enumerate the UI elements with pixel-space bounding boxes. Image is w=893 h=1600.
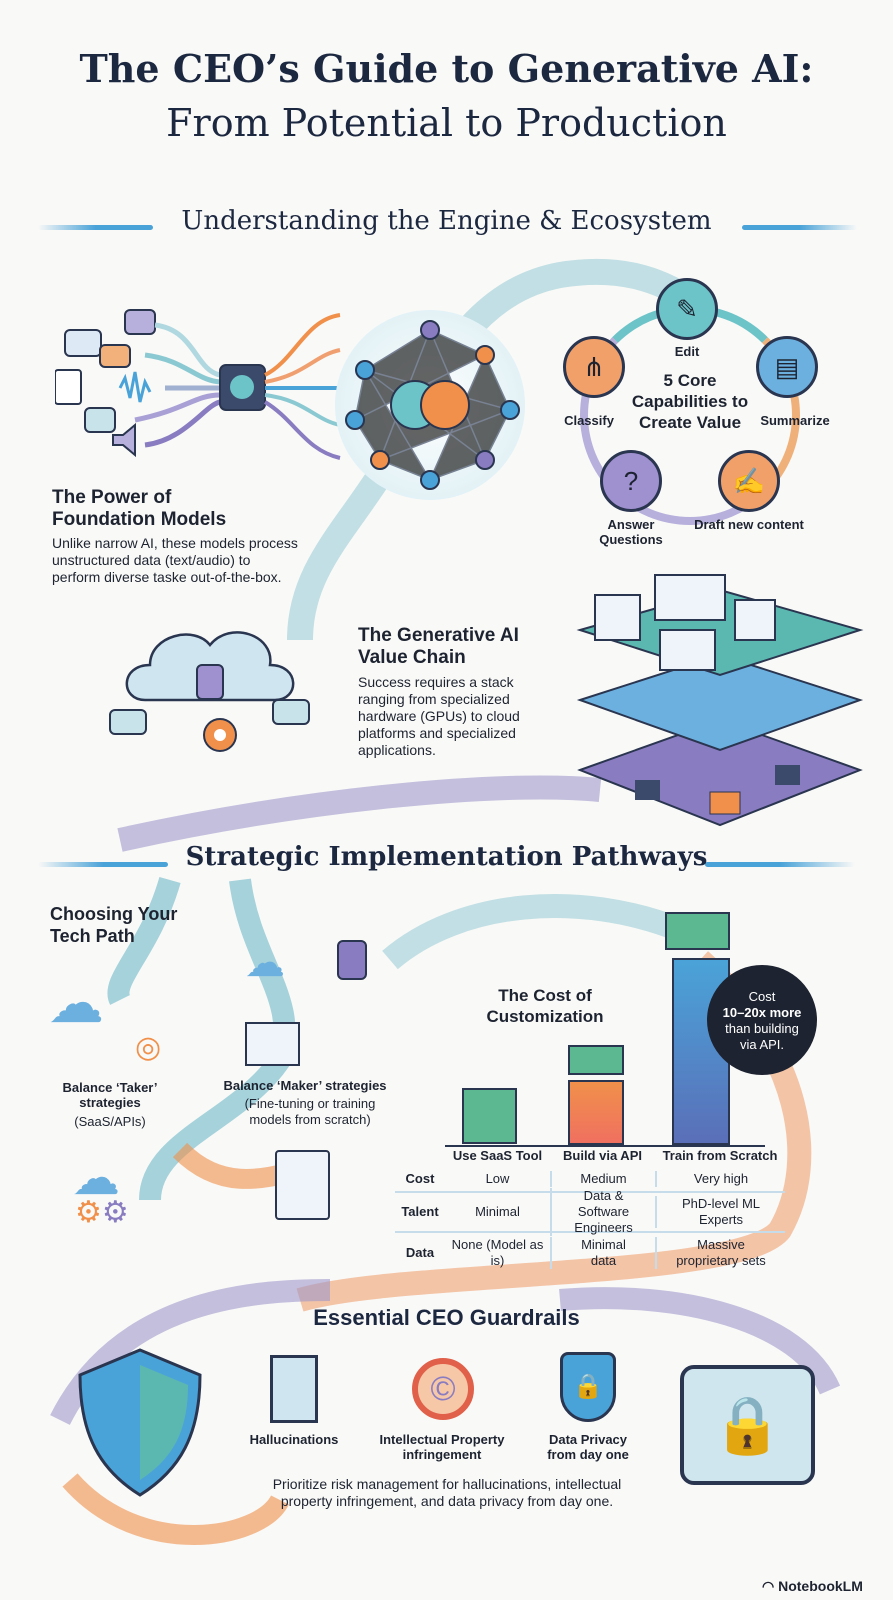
cloud-upload-icon: ☁ — [72, 1152, 120, 1205]
tech-path-title: Choosing Your Tech Path — [50, 904, 178, 946]
guardrails-body: Prioritize risk management for hallucina… — [272, 1476, 622, 1509]
header-brush-left — [38, 225, 153, 230]
cloud-plug-icon: ☁ — [48, 971, 104, 1034]
cloud-data-icon — [105, 610, 315, 760]
taker-title: Balance ‘Taker’ strategies — [62, 1080, 158, 1110]
draft-icon: ✍ — [718, 450, 780, 512]
money-icon — [568, 1045, 624, 1075]
neural-network-icon — [335, 310, 525, 500]
maker-sub: (Fine-tuning or training models from scr… — [244, 1096, 376, 1127]
notebooklm-logo: ◠ NotebookLM — [762, 1578, 863, 1594]
data-input-cluster — [55, 300, 345, 470]
value-chain-body: Success requires a stack ranging from sp… — [358, 674, 520, 758]
money-stack-icon — [665, 912, 730, 950]
maker-title: Balance ‘Maker’ strategies — [223, 1078, 387, 1093]
page-title: The CEO’s Guide to Generative AI:From Po… — [79, 46, 814, 145]
database-icon — [337, 940, 367, 980]
guardrail-privacy: Data Privacy from day one — [547, 1432, 629, 1462]
header-brush-left-2 — [38, 862, 168, 867]
notebooklm-icon: ◠ — [762, 1578, 779, 1594]
section-heading-engine: Understanding the Engine & Ecosystem — [181, 206, 712, 236]
guardrail-ip: Intellectual Property infringement — [379, 1432, 505, 1462]
value-chain-stack-icon — [575, 570, 865, 835]
shield-icon — [50, 1345, 230, 1500]
capability-summarize: Summarize — [760, 413, 830, 428]
header-brush-right-2 — [705, 862, 855, 867]
circuit-lock-icon: 🔒 — [680, 1365, 815, 1485]
capability-draft: Draft new content — [694, 517, 804, 532]
foundation-title: The Power of Foundation Models — [52, 487, 227, 530]
capabilities-center-label: 5 Core Capabilities to Create Value — [631, 371, 749, 432]
section-heading-guardrails: Essential CEO Guardrails — [313, 1305, 580, 1330]
classify-icon: ⋔ — [563, 336, 625, 398]
header-brush-right — [742, 225, 857, 230]
bar-saas — [462, 1088, 517, 1144]
compass-icon: ◎ — [135, 1031, 162, 1064]
gears-icon: ⚙⚙ — [75, 1196, 129, 1229]
capability-answer: Answer Questions — [599, 517, 663, 547]
summarize-icon: ▤ — [756, 336, 818, 398]
chart-baseline — [445, 1145, 765, 1147]
edit-icon: ✎ — [656, 278, 718, 340]
answer-questions-icon: ? — [600, 450, 662, 512]
app-window-icon — [245, 1022, 300, 1066]
capability-classify: Classify — [564, 413, 614, 428]
section-heading-strategy: Strategic Implementation Pathways — [185, 842, 708, 872]
broken-mirror-icon — [270, 1355, 318, 1423]
cost-title: The Cost of Customization — [486, 986, 604, 1026]
privacy-lock-icon: 🔒 — [560, 1352, 616, 1422]
value-chain-title: The Generative AI Value Chain — [358, 625, 519, 668]
foundation-body: Unlike narrow AI, these models process u… — [52, 535, 298, 585]
cloud-workflow-icon: ☁ — [245, 941, 285, 985]
no-copyright-icon: © — [412, 1358, 474, 1420]
document-search-icon — [275, 1150, 330, 1220]
bar-api — [568, 1080, 624, 1145]
capability-edit: Edit — [674, 344, 700, 359]
guardrail-hallucinations: Hallucinations — [249, 1432, 339, 1447]
taker-sub: (SaaS/APIs) — [74, 1114, 146, 1129]
